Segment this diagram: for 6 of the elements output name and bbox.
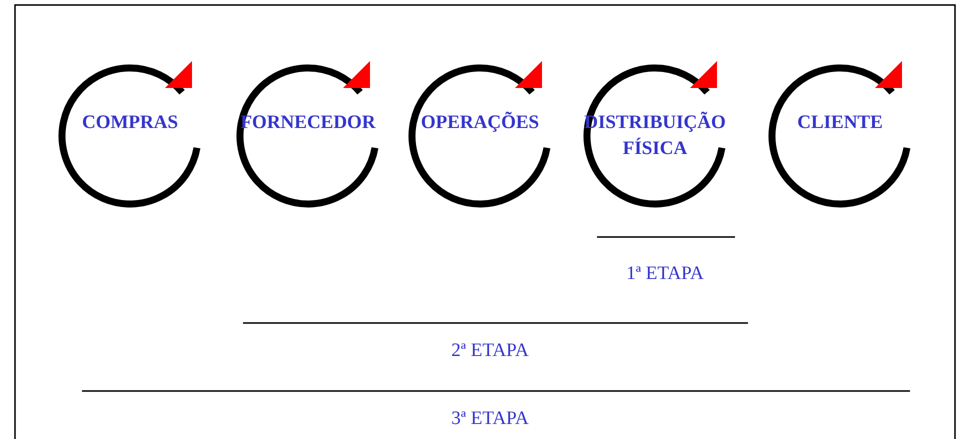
stage-label: 2ª ETAPA [451,340,529,362]
stage-name: CLIENTE [796,111,884,135]
stage-name: OPERAÇÕES [420,110,540,135]
stage-label: 3ª ETAPA [451,408,529,430]
stage-name: COMPRAS [80,111,180,135]
stage-label: 1ª ETAPA [626,263,704,285]
